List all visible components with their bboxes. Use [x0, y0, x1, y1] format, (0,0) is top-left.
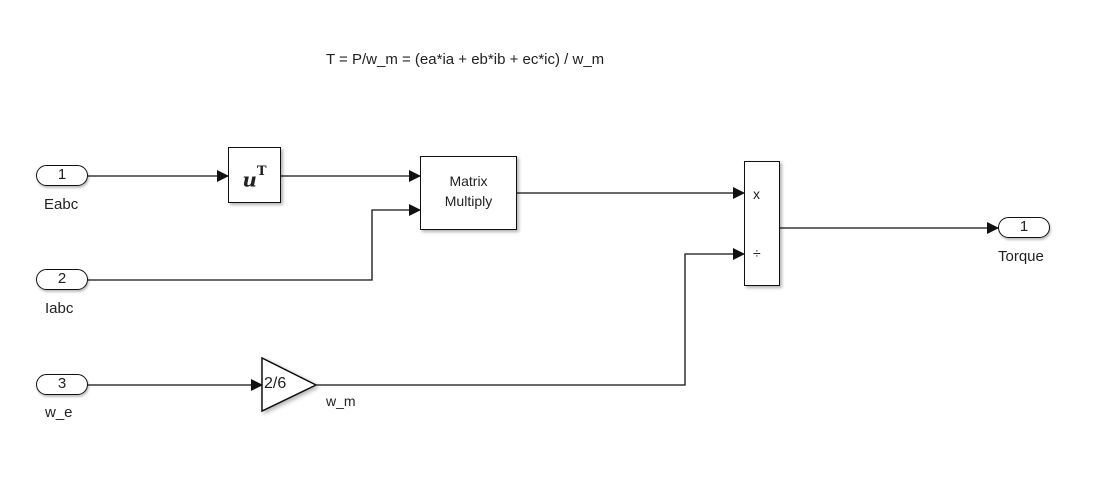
inport-number: 1 — [57, 166, 67, 183]
line-gain-to-product[interactable] — [316, 248, 745, 386]
outport-torque[interactable]: 1 — [998, 217, 1050, 238]
matrix-multiply-block[interactable]: Matrix Multiply — [420, 156, 517, 230]
product-block[interactable]: x ÷ — [744, 161, 780, 286]
transpose-superscript: T — [256, 164, 267, 179]
outport-number: 1 — [1019, 218, 1029, 235]
gain-block[interactable] — [261, 356, 318, 413]
inport-label-eabc: Eabc — [44, 196, 79, 213]
outport-label-torque: Torque — [998, 248, 1044, 265]
annotation-text: T = P/w_m = (ea*ia + eb*ib + ec*ic) / w_… — [326, 51, 605, 68]
line-iabc-to-matmul[interactable] — [88, 204, 421, 281]
product-multiply-sign: x — [753, 186, 760, 202]
inport-label-we: w_e — [45, 404, 73, 421]
transpose-symbol: u — [242, 167, 257, 192]
inport-number: 2 — [57, 270, 67, 287]
matrix-multiply-line1: Matrix — [449, 173, 488, 189]
inport-label-iabc: Iabc — [45, 300, 74, 317]
gain-value: 2/6 — [264, 375, 287, 392]
inport-eabc[interactable]: 1 — [36, 165, 88, 186]
transpose-block[interactable]: uT — [228, 147, 281, 203]
matrix-multiply-line2: Multiply — [444, 193, 493, 209]
inport-number: 3 — [57, 375, 67, 392]
signal-label-wm: w_m — [326, 393, 356, 409]
inport-we[interactable]: 3 — [36, 374, 88, 395]
inport-iabc[interactable]: 2 — [36, 269, 88, 290]
product-divide-sign: ÷ — [753, 245, 761, 261]
